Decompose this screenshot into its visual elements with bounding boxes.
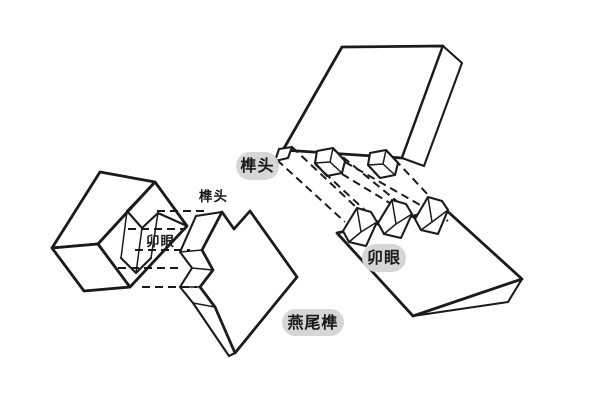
label-tenon-left: 榫头 (199, 189, 228, 205)
dovetail-socket (376, 198, 414, 240)
label-tenon-right: 榫头 (236, 152, 279, 180)
dovetail-socket (341, 206, 379, 248)
dovetail-pin (313, 146, 347, 178)
dovetail-socket (413, 195, 450, 236)
dovetail-sockets (341, 195, 450, 248)
board-dovetail-diagram (273, 44, 524, 318)
tenon-board (178, 209, 299, 358)
label-mortise-left: 卯眼 (146, 234, 175, 250)
mortise-block (50, 170, 189, 293)
single-dovetail-diagram (50, 170, 299, 358)
label-mortise-right: 卯眼 (362, 244, 406, 272)
label-dovetail-joint: 燕尾榫 (282, 309, 344, 336)
